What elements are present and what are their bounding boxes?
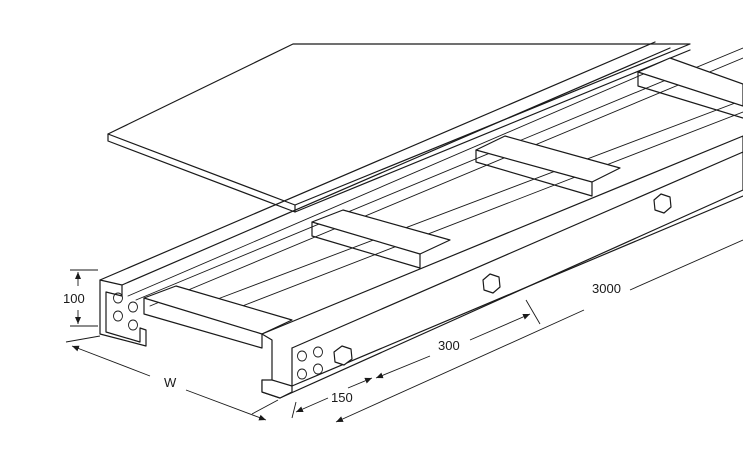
- width-label: W: [164, 375, 177, 390]
- far-rail-bolt-holes: [113, 292, 138, 331]
- height-dimension: [70, 269, 98, 327]
- hex-bolt-3: [653, 193, 672, 214]
- height-label: 100: [63, 291, 85, 306]
- rung-far: [637, 57, 743, 119]
- end-offset-label: 150: [331, 390, 353, 405]
- far-rail-end-channel: [99, 279, 147, 347]
- hex-bolt-2: [482, 273, 501, 294]
- cover-sheet: [107, 43, 691, 213]
- length-dimension: [335, 239, 743, 423]
- rung-3: [475, 135, 621, 197]
- near-side-rail: [261, 135, 743, 399]
- rung-2: [311, 209, 451, 269]
- ladder-floor-lines: [214, 99, 743, 311]
- rung-spacing-dimension: [375, 299, 541, 379]
- rung-front: [143, 285, 293, 349]
- length-label: 3000: [592, 281, 621, 296]
- far-side-rail: [99, 41, 743, 307]
- end-offset-dimension: [291, 377, 373, 419]
- rung-spacing-label: 300: [438, 338, 460, 353]
- near-rail-bolt-holes: [297, 346, 323, 380]
- hex-bolt-1: [333, 345, 353, 366]
- width-dimension: [65, 335, 279, 421]
